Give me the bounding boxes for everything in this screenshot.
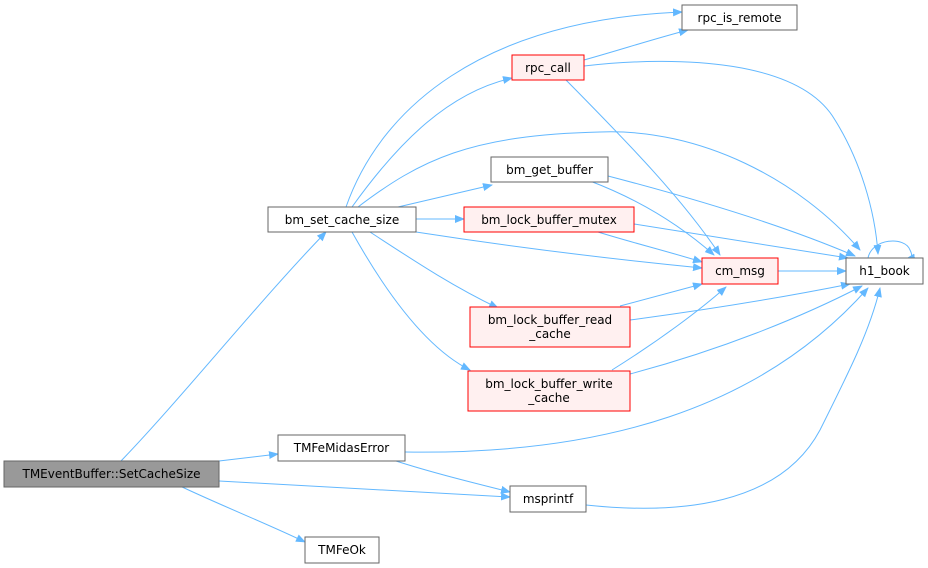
node-label: cm_msg (715, 264, 765, 278)
edge-setcachesize-to-msprintf (218, 480, 511, 501)
node-box (845, 257, 924, 285)
edge-bm-set-cache-size-to-rpc-is-remote (345, 8, 683, 208)
edge-setcachesize-to-tmfeok (179, 485, 306, 543)
edge-bm-set-cache-size-to-read-cache (369, 231, 499, 309)
edge-msprintf-to-h1-book (585, 287, 882, 509)
node-box (490, 156, 609, 183)
node-label: msprintf (523, 492, 574, 506)
edge-read-cache-to-cm-msg (619, 282, 703, 307)
node-bm-lock-buffer-mutex[interactable]: bm_lock_buffer_mutex (463, 206, 635, 233)
edge-bm-set-cache-size-to-h1-book-top (357, 131, 861, 251)
node-tmeventbuffer-setcachesize[interactable]: TMEventBuffer::SetCacheSize (3, 460, 220, 488)
edge-bm-get-buffer-to-cm-msg (589, 180, 715, 256)
node-bm-lock-buffer-read-cache[interactable]: bm_lock_buffer_read _cache (469, 306, 631, 348)
edge-bm-set-cache-size-to-cm-msg (415, 231, 703, 272)
graph-nodes: TMEventBuffer::SetCacheSize bm_set_cache… (3, 4, 924, 564)
edge-bm-set-cache-size-to-write-cache (351, 231, 471, 371)
node-bm-get-buffer[interactable]: bm_get_buffer (490, 156, 609, 183)
edge-bm-lock-buffer-mutex-to-h1-book (633, 223, 849, 261)
node-h1-book[interactable]: h1_book (845, 257, 924, 285)
edge-bm-get-buffer-to-h1-book (607, 175, 856, 257)
node-label: bm_set_cache_size (285, 213, 399, 227)
edge-bm-lock-buffer-mutex-to-cm-msg (597, 231, 703, 264)
node-box (511, 54, 585, 81)
node-bm-lock-buffer-write-cache[interactable]: bm_lock_buffer_write _cache (467, 370, 631, 412)
node-box (277, 434, 406, 462)
graph-edges (119, 8, 916, 543)
edge-setcachesize-to-tmfemidaserror (218, 451, 279, 462)
edge-bm-set-cache-size-to-rpc-call (351, 76, 513, 208)
edge-write-cache-to-cm-msg (611, 286, 727, 371)
node-box (509, 485, 587, 513)
node-label-line1: bm_lock_buffer_write (485, 377, 613, 391)
node-label: rpc_call (525, 61, 571, 75)
edge-rpc-call-to-rpc-is-remote (583, 28, 689, 61)
node-label: h1_book (859, 264, 910, 278)
node-cm-msg[interactable]: cm_msg (701, 257, 779, 285)
node-box (681, 4, 798, 31)
node-box (463, 206, 635, 233)
edge-write-cache-to-h1-book (629, 285, 863, 375)
edge-read-cache-to-h1-book (629, 281, 851, 321)
edge-rpc-call-to-cm-msg (565, 79, 721, 256)
edge-rpc-call-to-h1-book (583, 60, 882, 255)
node-label: bm_lock_buffer_mutex (481, 213, 617, 227)
node-box (467, 370, 631, 412)
node-box (3, 460, 220, 488)
node-label: TMEventBuffer::SetCacheSize (21, 467, 200, 481)
node-tmfemidaserror[interactable]: TMFeMidasError (277, 434, 406, 462)
edge-setcachesize-to-bm-set-cache-size (119, 231, 327, 463)
node-label: rpc_is_remote (698, 11, 782, 25)
edge-h1-book-self-loop (867, 240, 916, 262)
node-label-line2: _cache (528, 327, 571, 341)
node-tmfeok[interactable]: TMFeOk (304, 536, 380, 564)
node-rpc-call[interactable]: rpc_call (511, 54, 585, 81)
node-msprintf[interactable]: msprintf (509, 485, 587, 513)
edge-bm-set-cache-size-to-bm-get-buffer (397, 183, 493, 208)
node-label: bm_get_buffer (506, 163, 593, 177)
node-label: TMFeOk (317, 543, 366, 557)
node-rpc-is-remote[interactable]: rpc_is_remote (681, 4, 798, 31)
node-box (267, 206, 417, 233)
node-bm-set-cache-size[interactable]: bm_set_cache_size (267, 206, 417, 233)
node-label: TMFeMidasError (293, 441, 390, 455)
edge-tmfemidaserror-to-msprintf (395, 460, 511, 494)
node-box (304, 536, 380, 564)
node-label-line1: bm_lock_buffer_read (488, 313, 612, 327)
node-box (469, 306, 631, 348)
node-label-line2: _cache (527, 391, 570, 405)
node-box (701, 257, 779, 285)
edge-tmfemidaserror-to-h1-book (404, 287, 869, 453)
